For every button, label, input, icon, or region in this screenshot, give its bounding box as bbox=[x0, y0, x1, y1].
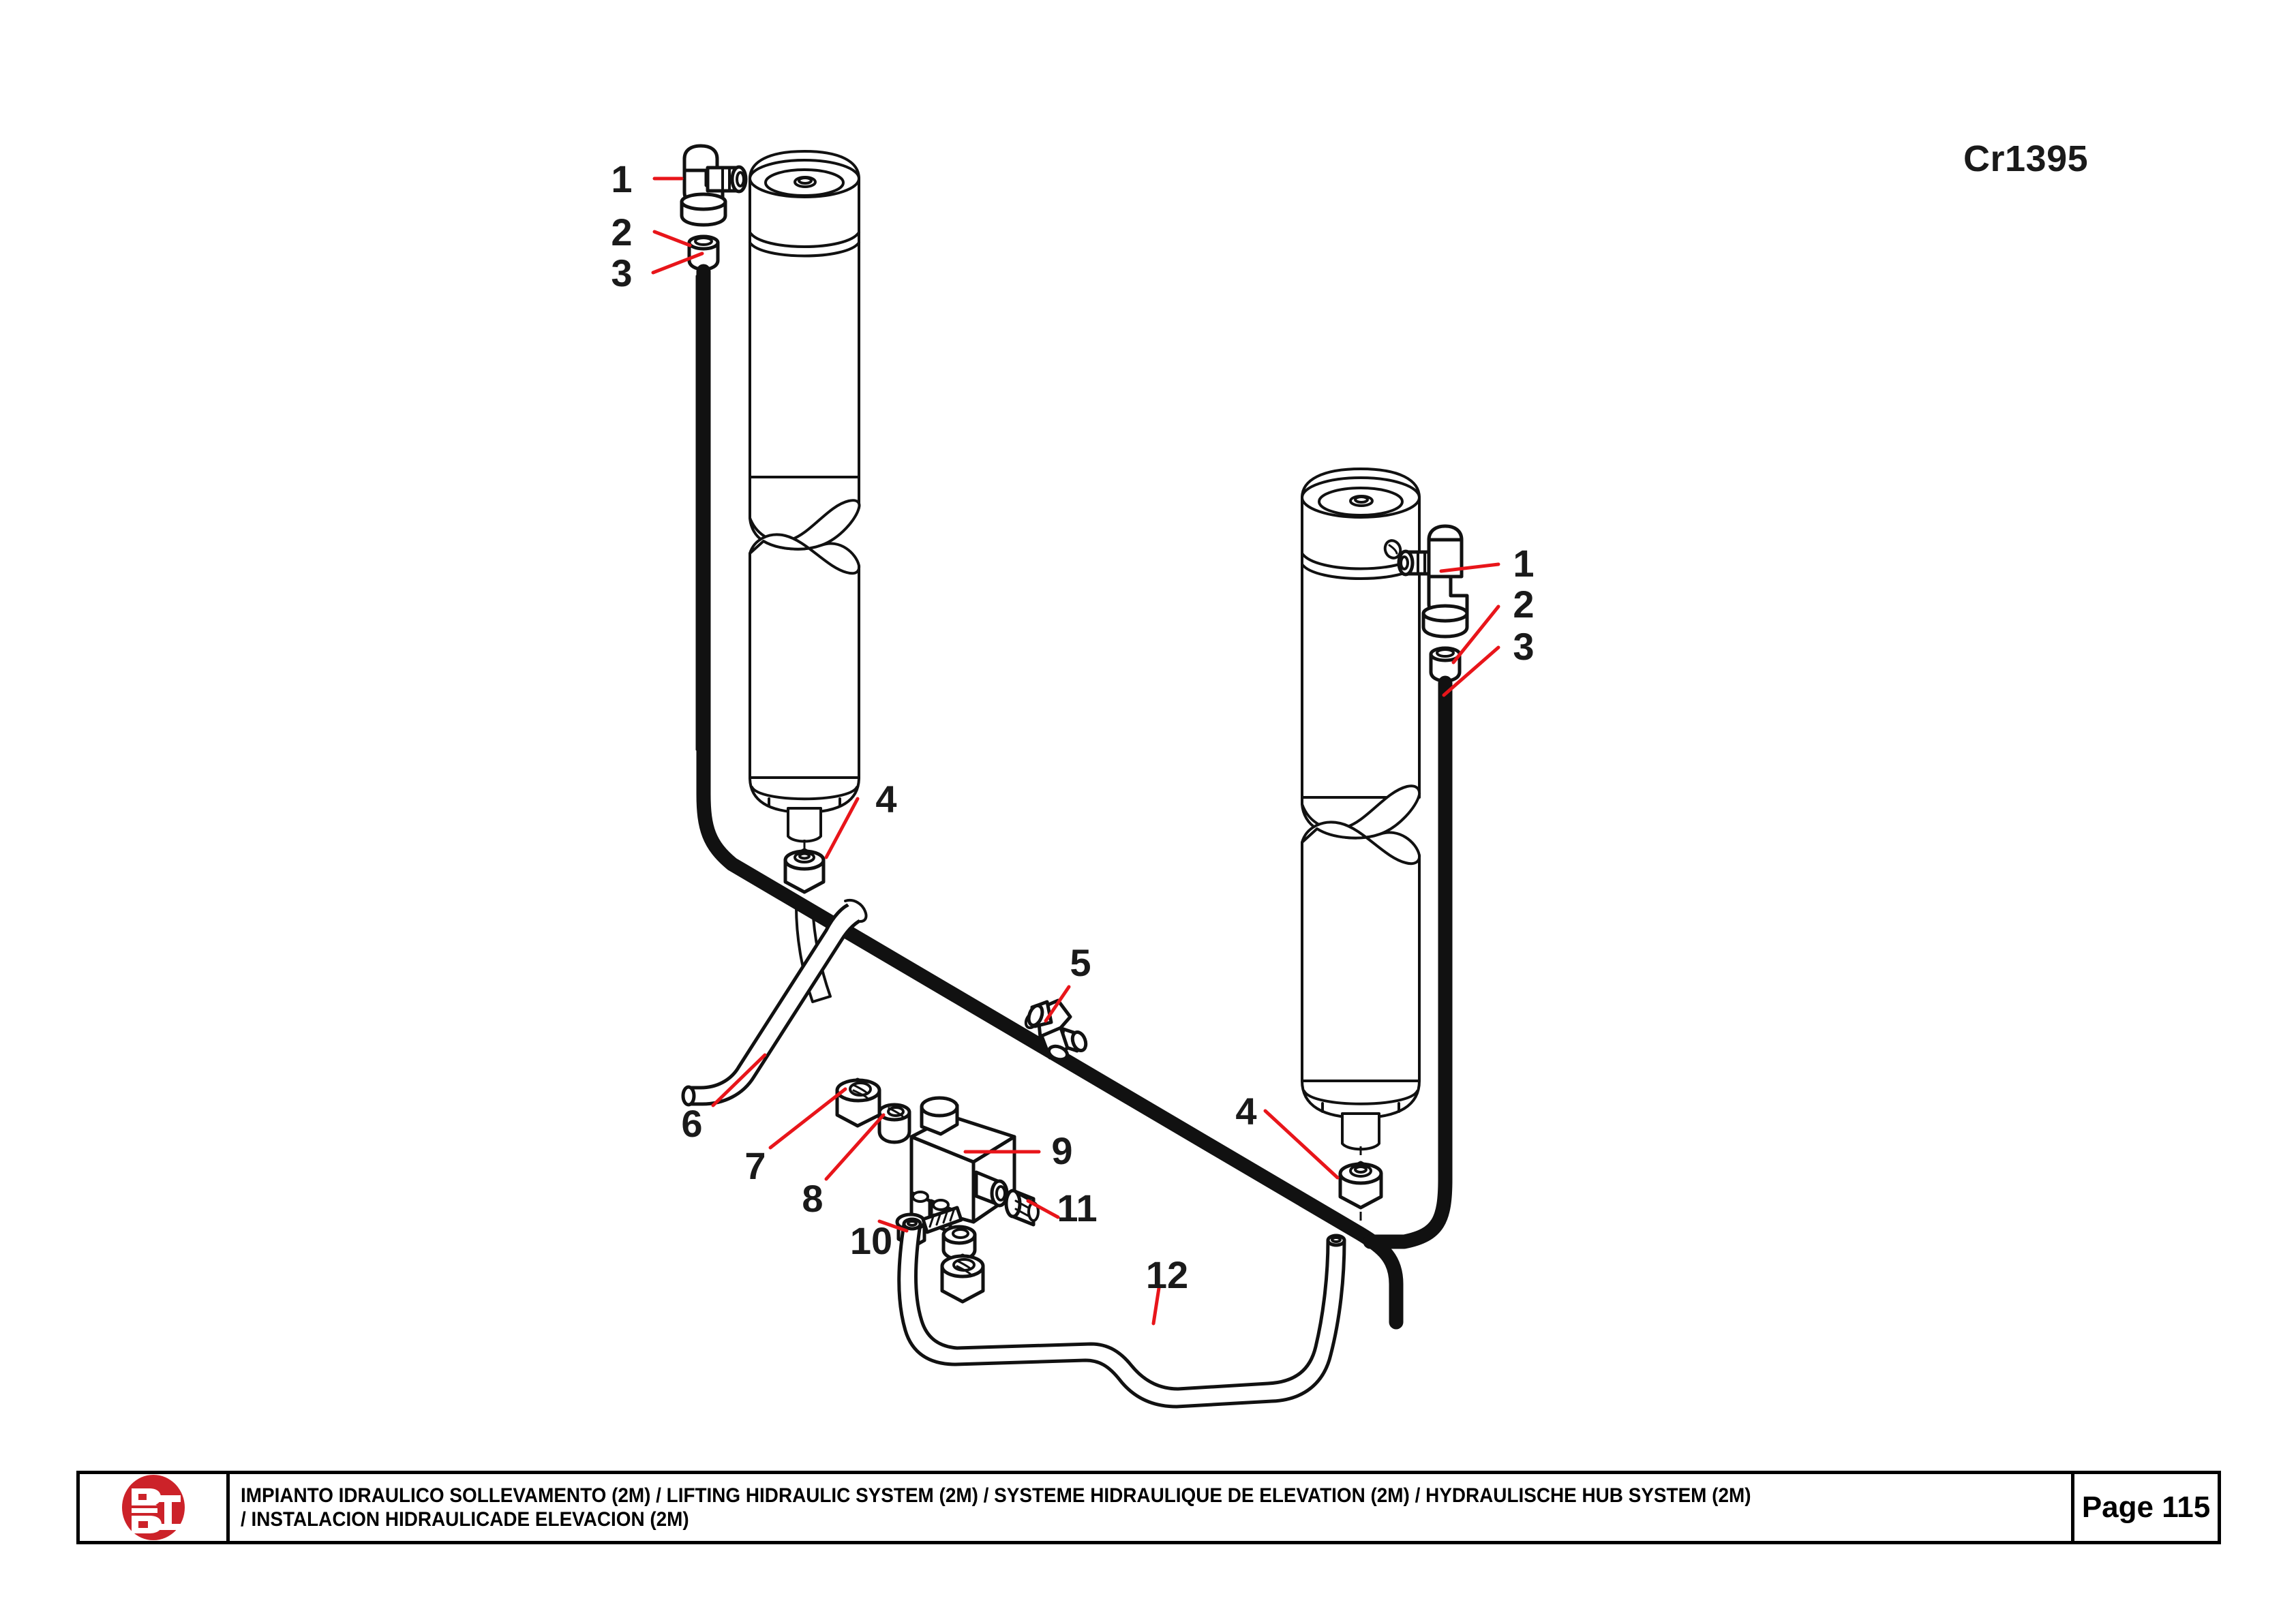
right-hex-union-nut bbox=[1338, 1146, 1383, 1227]
left-ferrule-nut bbox=[687, 234, 720, 271]
return-hose-item12 bbox=[897, 1217, 1346, 1409]
title-cell: IMPIANTO IDRAULICO SOLLEVAMENTO (2M) / L… bbox=[230, 1474, 2071, 1541]
leader-lines bbox=[651, 177, 1500, 1326]
callout-10: 10 bbox=[850, 1219, 892, 1262]
tee-union-item5 bbox=[1024, 998, 1088, 1062]
page-cell: Page 115 bbox=[2071, 1474, 2218, 1541]
threaded-plug-item11 bbox=[1004, 1189, 1040, 1227]
callout-9: 9 bbox=[1051, 1129, 1072, 1172]
footer-title-line-1: IMPIANTO IDRAULICO SOLLEVAMENTO (2M) / L… bbox=[241, 1484, 1751, 1507]
left-lift-cylinder bbox=[749, 150, 861, 843]
part-code-label: Cr1395 bbox=[1963, 138, 2089, 179]
callout-2-right: 2 bbox=[1513, 583, 1534, 626]
callout-1-left: 1 bbox=[611, 157, 632, 200]
footer-title-line-2: / INSTALACION HIDRAULICADE ELEVACION (2M… bbox=[241, 1508, 689, 1531]
callout-numbers: 1 2 3 4 5 6 7 8 9 10 11 12 1 2 3 4 bbox=[611, 157, 1534, 1296]
callout-6: 6 bbox=[681, 1102, 702, 1145]
fitting-insert-item8 bbox=[877, 1103, 911, 1144]
callout-5: 5 bbox=[1070, 941, 1091, 984]
right-hydraulic-hose bbox=[1363, 675, 1453, 1249]
callout-8: 8 bbox=[802, 1177, 823, 1220]
callout-4-right: 4 bbox=[1235, 1090, 1256, 1133]
steel-tube-item6 bbox=[681, 899, 868, 1107]
callout-12: 12 bbox=[1146, 1253, 1188, 1296]
right-lift-cylinder bbox=[1301, 468, 1421, 1151]
right-elbow-fitting bbox=[1397, 524, 1469, 639]
logo-cell bbox=[80, 1474, 230, 1541]
page-label: Page 115 bbox=[2081, 1490, 2211, 1524]
callout-2-left: 2 bbox=[611, 211, 632, 254]
title-block: IMPIANTO IDRAULICO SOLLEVAMENTO (2M) / L… bbox=[76, 1471, 2221, 1544]
left-elbow-fitting bbox=[680, 144, 748, 227]
callout-7: 7 bbox=[744, 1144, 766, 1187]
bt-logo-icon bbox=[112, 1473, 194, 1542]
callout-1-right: 1 bbox=[1513, 542, 1534, 585]
valve-block-item9 bbox=[909, 1096, 1016, 1234]
union-nut-item7 bbox=[835, 1077, 881, 1128]
callout-4-left: 4 bbox=[875, 778, 896, 821]
callout-3-left: 3 bbox=[611, 251, 632, 294]
callout-11: 11 bbox=[1057, 1187, 1097, 1229]
callout-3-right: 3 bbox=[1513, 625, 1534, 668]
